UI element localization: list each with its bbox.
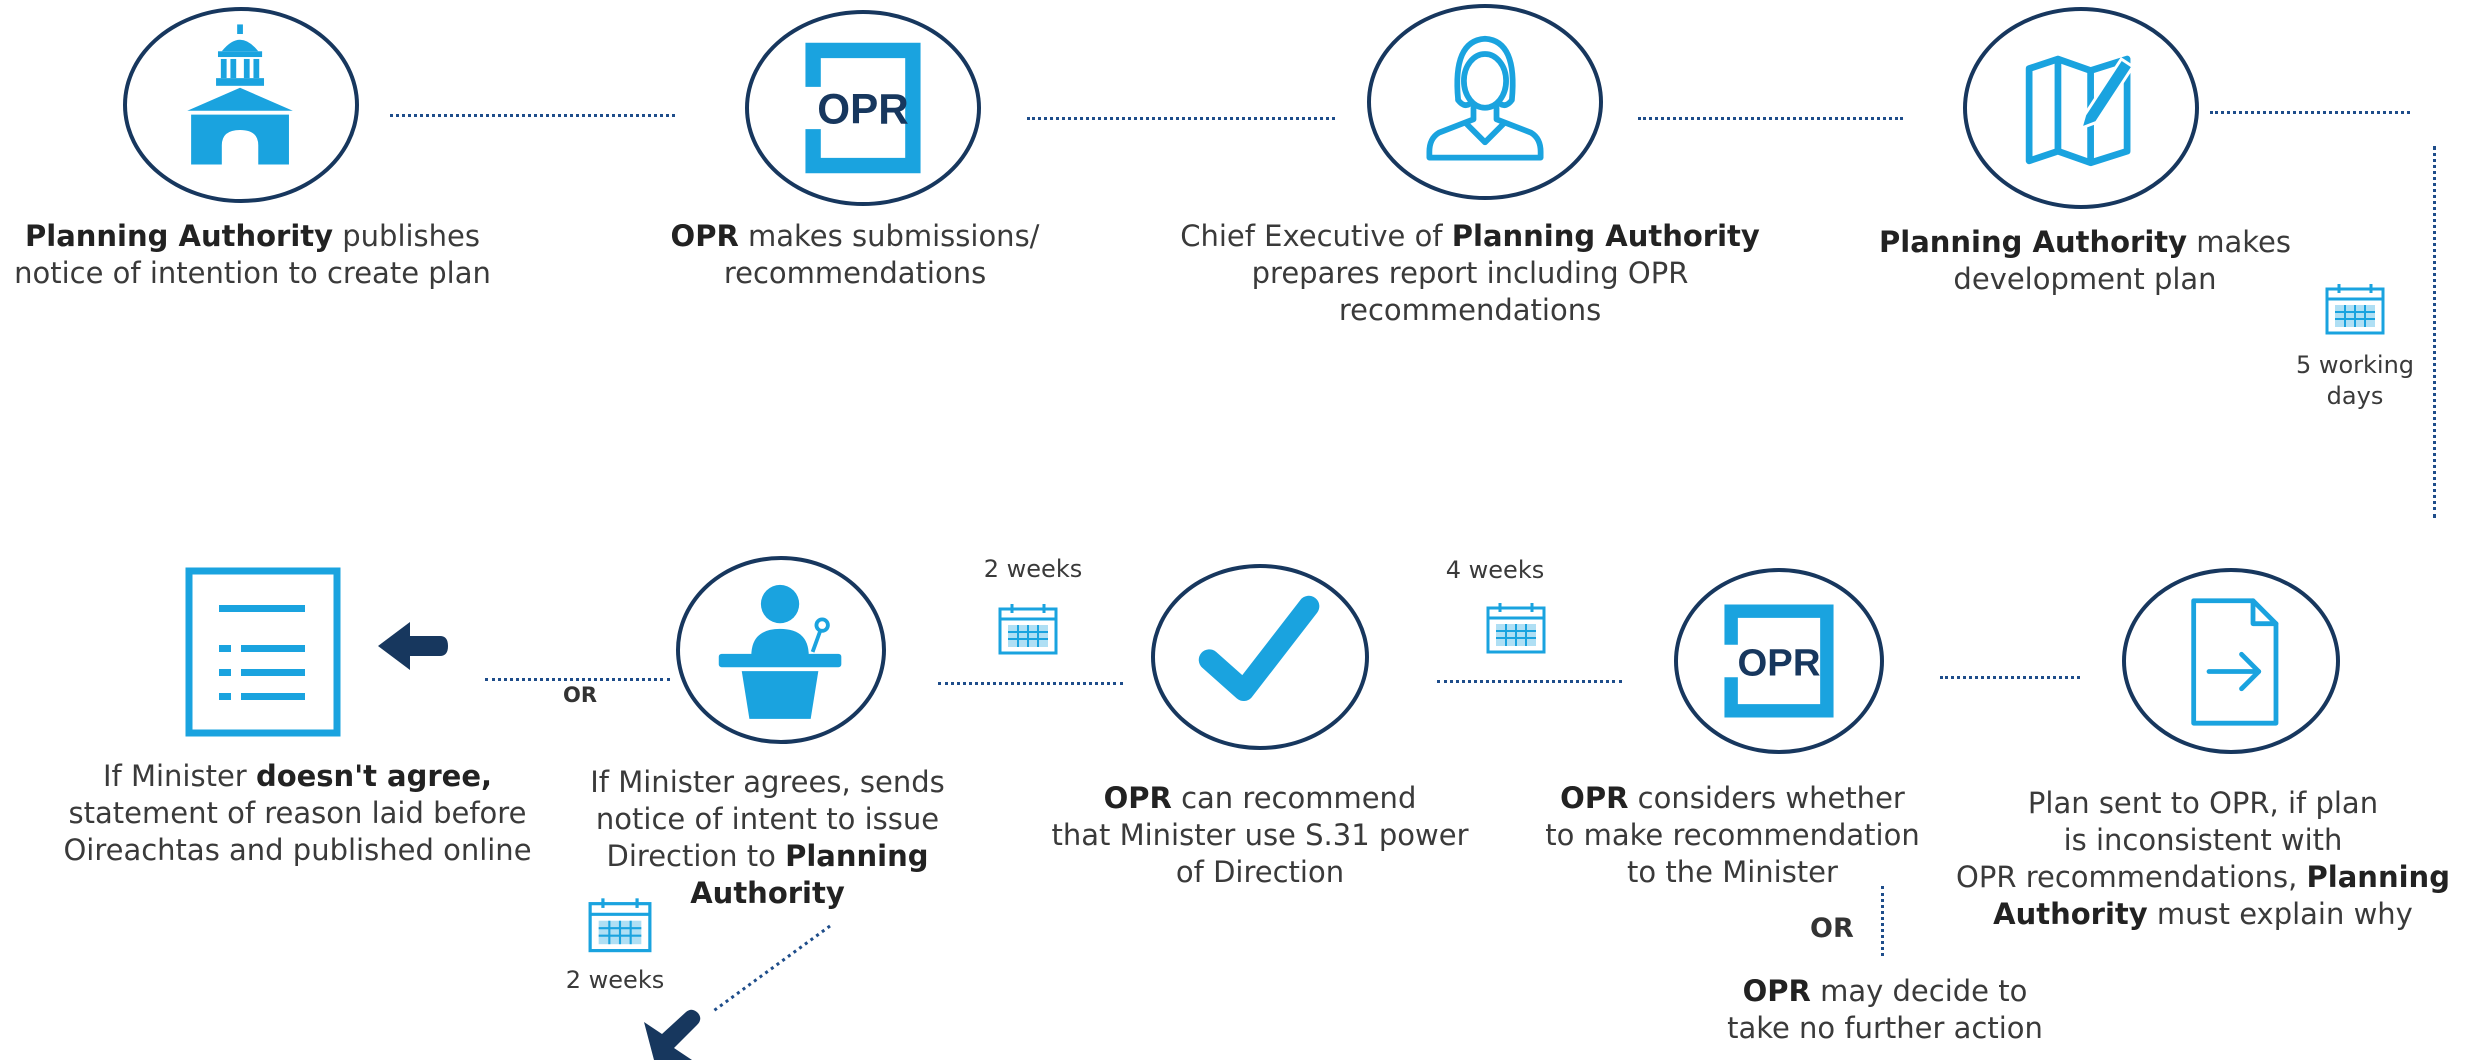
step8-bold2: Authority: [690, 876, 845, 910]
opr-logo-icon: OPR: [1724, 604, 1834, 718]
step8-text3: Direction to: [606, 839, 786, 873]
step6b-label: OPR may decide to take no further action: [1680, 973, 2090, 1047]
step4-text2: development plan: [1953, 262, 2217, 296]
step8-text1: If Minister agrees, sends: [590, 765, 945, 799]
duration-4-weeks: 4 weeks: [1445, 556, 1545, 584]
step6-circle: OPR: [1674, 568, 1884, 754]
step9-bold: doesn't agree,: [255, 759, 493, 793]
calendar-icon: [998, 604, 1058, 655]
step2-text2: recommendations: [723, 256, 987, 290]
step2-text1: makes submissions/: [738, 219, 1040, 253]
step3-text2: prepares report including OPR: [1251, 256, 1689, 290]
step6-label: OPR considers whether to make recommenda…: [1525, 780, 1940, 891]
step4-label: Planning Authority makes development pla…: [1835, 224, 2335, 298]
step9-label: If Minister doesn't agree, statement of …: [20, 758, 575, 869]
step5-text2: is inconsistent with: [2063, 823, 2343, 857]
calendar-icon: [1486, 603, 1546, 654]
step7-text2: that Minister use S.31 power: [1051, 818, 1469, 852]
step6-text1: considers whether: [1628, 781, 1905, 815]
connector-3-4: [1638, 117, 1903, 120]
step5-text1: Plan sent to OPR, if plan: [2027, 786, 2379, 820]
connector-5-6: [1940, 676, 2080, 679]
step7-bold: OPR: [1103, 781, 1172, 815]
step8-text2: notice of intent to issue: [595, 802, 940, 836]
step3-bold: Planning Authority: [1451, 219, 1760, 253]
step1-bold: Planning Authority: [25, 219, 334, 253]
step9-text2: statement of reason laid before: [68, 796, 527, 830]
arrow-down-left-icon: [644, 1009, 701, 1060]
step9-text1: If Minister: [102, 759, 256, 793]
step4-bold: Planning Authority: [1879, 225, 2188, 259]
step1-text2: notice of intention to create plan: [14, 256, 491, 290]
connector-8-9: [485, 678, 670, 681]
step7-label: OPR can recommend that Minister use S.31…: [1040, 780, 1480, 891]
connector-diagonal: [711, 924, 831, 1014]
or-label-opr: OR: [1810, 913, 1854, 944]
step6b-text1: may decide to: [1810, 974, 2028, 1008]
step2-label: OPR makes submissions/ recommendations: [605, 218, 1105, 292]
document-send-icon: [2191, 598, 2279, 726]
connector-or-vertical: [1881, 886, 1884, 956]
step7-text3: of Direction: [1175, 855, 1345, 889]
connector-vertical-right: [2433, 146, 2436, 518]
connector-4-right: [2210, 111, 2410, 114]
step3-circle: [1367, 4, 1603, 200]
step1-text1: publishes: [333, 219, 480, 253]
calendar-icon: [2325, 284, 2385, 335]
step7-circle: [1151, 564, 1369, 750]
step3-text1: Chief Executive of: [1180, 219, 1452, 253]
step8-label: If Minister agrees, sends notice of inte…: [555, 764, 980, 912]
step3-text3: recommendations: [1338, 293, 1602, 327]
opr-logo-icon: OPR: [805, 42, 921, 174]
connector-1-2: [390, 114, 675, 117]
step6-bold: OPR: [1560, 781, 1629, 815]
checkmark-icon: [1198, 595, 1320, 702]
svg-text:OPR: OPR: [1738, 641, 1821, 684]
map-edit-icon: [2025, 55, 2135, 167]
step5-bold2: Authority: [1993, 897, 2148, 931]
minister-podium-icon: [718, 584, 842, 719]
step5-bold1: Planning: [2306, 860, 2450, 894]
duration-2-weeks-bottom: 2 weeks: [565, 966, 665, 994]
connector-2-3: [1027, 117, 1335, 120]
or-label-minister: OR: [563, 683, 598, 707]
svg-text:OPR: OPR: [817, 85, 908, 132]
government-building-icon: [187, 24, 293, 165]
step6-text2: to make recommendation: [1545, 818, 1920, 852]
step9-text3: Oireachtas and published online: [63, 833, 532, 867]
step2-bold: OPR: [670, 219, 739, 253]
step7-text1: can recommend: [1171, 781, 1417, 815]
list-document-icon: [185, 567, 341, 737]
connector-7-8: [938, 682, 1123, 685]
step5-text4: must explain why: [2147, 897, 2413, 931]
step4-text1: makes: [2187, 225, 2291, 259]
step8-circle: [676, 556, 886, 744]
chief-executive-person-icon: [1426, 35, 1544, 161]
step2-circle: OPR: [745, 10, 981, 206]
step4-circle: [1963, 7, 2199, 209]
step5-circle: [2122, 568, 2340, 754]
arrow-left-icon: [378, 622, 448, 670]
connector-6-7: [1437, 680, 1622, 683]
step1-label: Planning Authority publishes notice of i…: [0, 218, 505, 292]
step5-text3: OPR recommendations,: [1956, 860, 2307, 894]
step3-label: Chief Executive of Planning Authority pr…: [1170, 218, 1770, 329]
step8-bold1: Planning: [785, 839, 929, 873]
step6-text3: to the Minister: [1627, 855, 1838, 889]
duration-2-weeks-top: 2 weeks: [983, 555, 1083, 583]
step1-circle: [123, 7, 359, 203]
step5-label: Plan sent to OPR, if plan is inconsisten…: [1930, 785, 2476, 933]
step6b-text2: take no further action: [1727, 1011, 2043, 1045]
calendar-icon: [588, 898, 652, 953]
step6b-bold: OPR: [1742, 974, 1811, 1008]
